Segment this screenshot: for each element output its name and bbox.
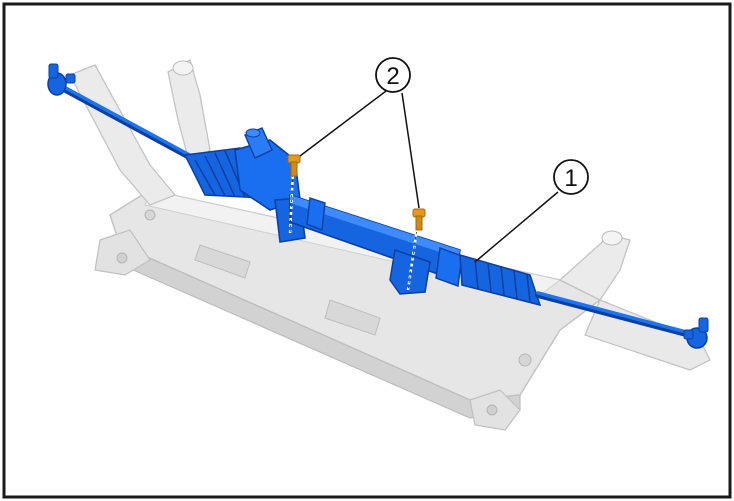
steering-rack (47, 63, 709, 349)
callout-1-label: 1 (564, 165, 577, 192)
callout-2: 2 (299, 57, 420, 209)
right-tie-rod-end (683, 317, 709, 349)
callout-1: 1 (474, 159, 589, 263)
callout-2-label: 2 (386, 63, 399, 90)
bolt-icon (406, 208, 426, 291)
bolt-icon (287, 154, 301, 236)
circle-number-icon (375, 57, 411, 93)
right-boot (459, 253, 542, 307)
left-tie-rod-end (47, 63, 76, 96)
mounting-bolts (287, 154, 426, 291)
circle-number-icon (553, 159, 589, 195)
